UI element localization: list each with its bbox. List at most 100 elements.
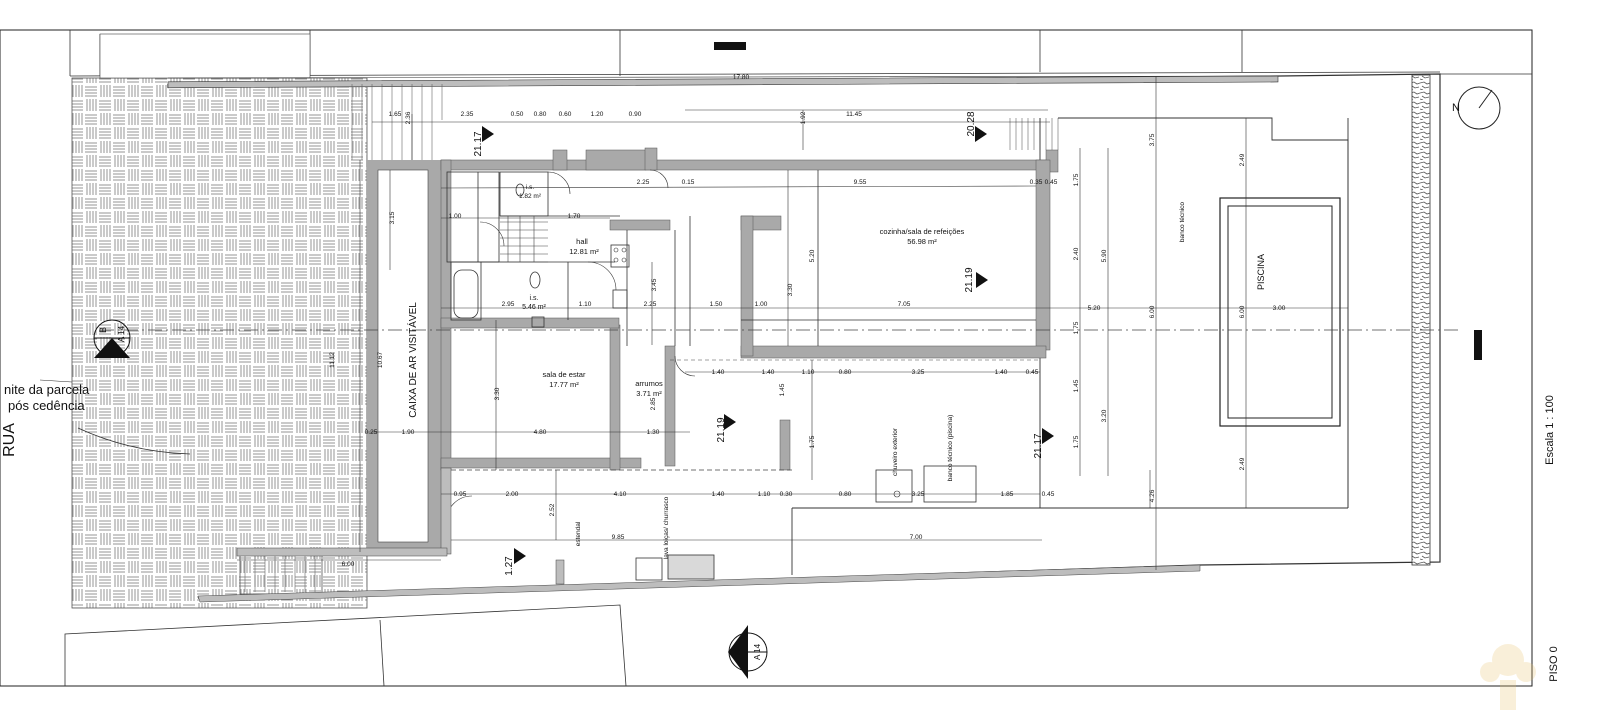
dim: 9.85 <box>612 534 625 541</box>
dim: 5.20 <box>809 249 816 262</box>
sink <box>531 316 545 328</box>
dim: 3.30 <box>494 387 501 400</box>
dim: 0.35 <box>1030 179 1043 186</box>
dim: 1.75 <box>1073 321 1080 334</box>
dim: 2.95 <box>502 301 515 308</box>
top-mark <box>714 42 746 50</box>
dim: 2.00 <box>506 491 519 498</box>
kitchen-sink <box>612 289 628 309</box>
dim: 0.95 <box>454 491 467 498</box>
dim: 5.90 <box>1101 249 1108 262</box>
pool-label: PISCINA <box>1256 254 1266 290</box>
dim: 0.45 <box>1026 369 1039 376</box>
south-walls <box>197 467 1201 603</box>
north-arrow-needle <box>1478 89 1493 109</box>
room-sala-name: sala de estar <box>543 370 586 379</box>
shower-tray <box>875 469 913 503</box>
dim: 1.20 <box>591 111 604 118</box>
dim: 1.45 <box>1073 379 1080 392</box>
dim: 1.90 <box>402 429 415 436</box>
dim: 4.80 <box>534 429 547 436</box>
dim: 4.26 <box>1149 489 1156 502</box>
pool-outer <box>1219 197 1341 427</box>
dim: 1.40 <box>712 369 725 376</box>
section-marker-a-arrow <box>728 625 748 652</box>
dim: 10.67 <box>377 351 384 368</box>
dim: 1.00 <box>449 213 462 220</box>
dim: 1.92 <box>800 111 807 124</box>
dim: 2.49 <box>1239 153 1246 166</box>
dim: 1.30 <box>647 429 660 436</box>
dimension-values-vertical: 1.92 2.36 3.15 10.67 11.12 5.20 3.30 3.4… <box>329 111 1246 516</box>
dim: 3.25 <box>912 491 925 498</box>
dim: 3.75 <box>1149 133 1156 146</box>
dim: 4.10 <box>614 491 627 498</box>
room-cozinha-name: cozinha/sala de refeições <box>880 227 965 236</box>
dim: 1.00 <box>755 301 768 308</box>
dim: 9.55 <box>854 179 867 186</box>
dim: 1.75 <box>1073 173 1080 186</box>
laundry-sink <box>635 557 663 581</box>
dim: 2.52 <box>549 503 556 516</box>
dim: 0.50 <box>511 111 524 118</box>
caixa-de-ar-label: CAIXA DE AR VISITÁVEL <box>406 302 419 418</box>
bbq-block <box>667 554 715 580</box>
dim: 3.15 <box>389 211 396 224</box>
dimension-values-horizontal: 17.80 1.65 2.35 0.50 0.80 0.60 1.20 0.90… <box>342 74 1286 568</box>
banco-piscina-label: banco técnico (piscina) <box>947 415 954 481</box>
street-name-fragment: RUA <box>1 423 18 457</box>
floor-label: PISO 0 <box>1548 646 1560 681</box>
dim: 0.80 <box>534 111 547 118</box>
dim: 1.10 <box>579 301 592 308</box>
dim: 2.35 <box>461 111 474 118</box>
axis-mark-right <box>1474 330 1482 360</box>
dim: 0.90 <box>629 111 642 118</box>
dim: 1.40 <box>712 491 725 498</box>
parcel-note-leader <box>77 427 191 455</box>
dim: 6.00 <box>1149 305 1156 318</box>
dim: 7.00 <box>910 534 923 541</box>
dim: 11.12 <box>329 352 336 368</box>
parcel-note-line1: nite da parcela <box>4 382 90 397</box>
room-is-small-area: 1.82 m² <box>519 193 542 200</box>
dimension-lines <box>167 75 1348 570</box>
dim: 11.45 <box>846 111 862 118</box>
dim: 0.45 <box>1042 491 1055 498</box>
bathtub <box>453 269 479 319</box>
dim: 0.15 <box>682 179 695 186</box>
caixa-de-ar-void <box>377 169 429 543</box>
dim: 0.30 <box>780 491 793 498</box>
dim: 2.25 <box>644 301 657 308</box>
dim: 1.45 <box>779 383 786 396</box>
room-cozinha-area: 56.98 m² <box>907 237 937 246</box>
dim: 5.20 <box>1088 305 1101 312</box>
stair-bottom-left <box>244 555 316 592</box>
dim: 2.85 <box>650 397 657 410</box>
paving-area-strip <box>99 33 311 79</box>
dim: 1.75 <box>809 435 816 448</box>
section-a-sheet: A 14 <box>753 643 762 660</box>
dim: 0.60 <box>559 111 572 118</box>
stone-wall-right <box>1411 74 1431 566</box>
dim: 6.00 <box>1239 305 1246 318</box>
parcel-note-line2: pós cedência <box>8 398 85 413</box>
room-arrumos-name: arrumos <box>635 379 663 388</box>
house-walls <box>440 147 1059 471</box>
dim: 3.25 <box>912 369 925 376</box>
dim: 0.25 <box>365 429 378 436</box>
room-is-area: 5.46 m² <box>522 304 546 311</box>
dim: 1.40 <box>995 369 1008 376</box>
section-b-sheet: A 14 <box>117 325 126 342</box>
dim: 3.00 <box>1273 305 1286 312</box>
level-1: 21.17 <box>473 131 484 156</box>
dim: 3.20 <box>1101 409 1108 422</box>
dim: 3.30 <box>787 283 794 296</box>
room-is-small-name: i.s. <box>526 184 535 191</box>
level-5: 21.17 <box>1033 433 1044 458</box>
room-arrumos-area: 3.71 m² <box>636 389 662 398</box>
dim: 2.49 <box>1239 457 1246 470</box>
dim: 1.65 <box>389 111 402 118</box>
logo-mark <box>1480 644 1536 710</box>
estendal-label: estendal <box>575 521 582 546</box>
